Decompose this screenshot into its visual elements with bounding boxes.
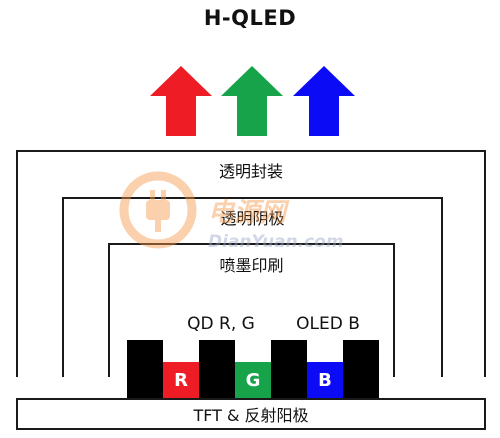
transparent-cathode-layer: 透明阴极 xyxy=(62,197,443,377)
tft-reflective-anode-layer: TFT & 反射阳极 xyxy=(16,398,486,430)
blue-subpixel: B xyxy=(307,362,343,398)
inkjet-printing-label: 喷墨印刷 xyxy=(219,256,284,275)
diagram-title: H-QLED xyxy=(203,6,297,30)
watermark-site: DianYuan.com xyxy=(208,232,344,252)
pixel-bank xyxy=(199,340,235,398)
tft-reflective-anode-label: TFT & 反射阳极 xyxy=(193,406,309,425)
watermark-brand: 电源网 xyxy=(208,198,287,228)
transparent-cathode-label: 透明阴极 xyxy=(220,209,285,228)
pixel-bank xyxy=(271,340,307,398)
watermark: 电源网 DianYuan.com xyxy=(118,170,388,260)
red-subpixel: R xyxy=(163,362,199,398)
oled-group-label: OLED B xyxy=(296,314,360,334)
green-light-arrow-icon xyxy=(221,66,283,136)
pixel-bank xyxy=(343,340,379,398)
pixel-bank xyxy=(127,340,163,398)
encapsulation-label: 透明封装 xyxy=(218,162,283,181)
plug-logo-icon xyxy=(119,171,197,249)
red-light-arrow-icon xyxy=(150,66,212,136)
encapsulation-layer: 透明封装 xyxy=(16,150,486,377)
green-subpixel: G xyxy=(235,362,271,398)
qd-group-label: QD R, G xyxy=(187,314,255,334)
blue-light-arrow-icon xyxy=(293,66,355,136)
inkjet-printing-layer: 喷墨印刷 xyxy=(108,243,395,377)
